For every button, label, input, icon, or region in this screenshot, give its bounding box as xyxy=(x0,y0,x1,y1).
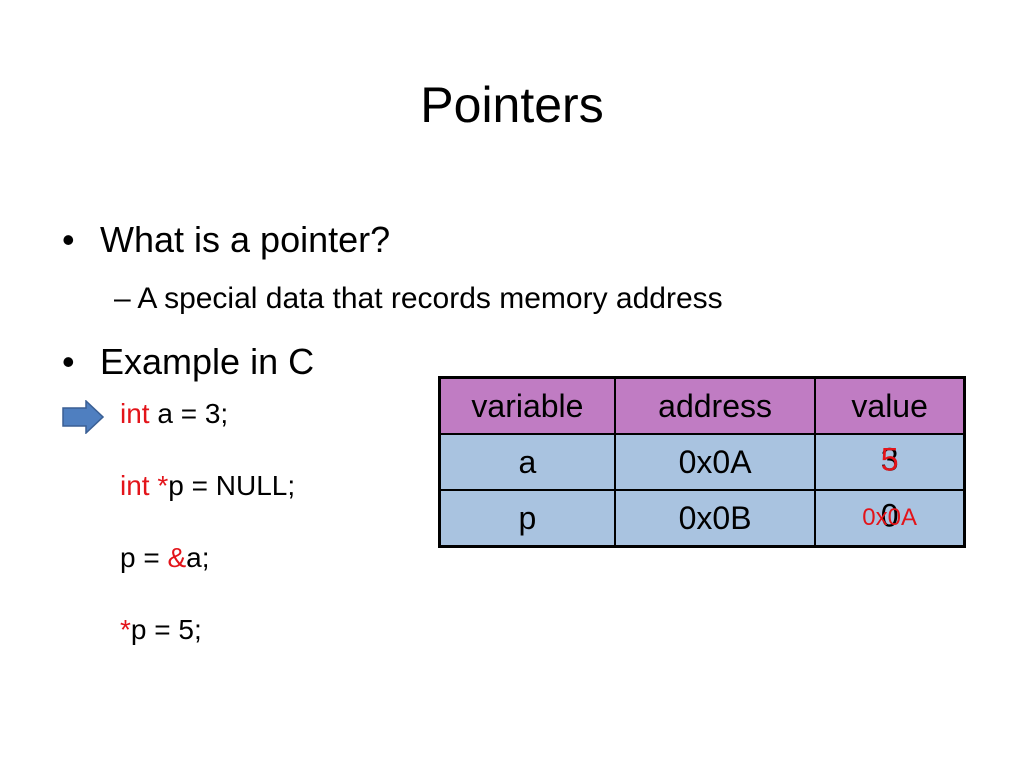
code-text: a; xyxy=(186,542,210,573)
bullet-text: What is a pointer? xyxy=(100,219,391,260)
code-keyword: int xyxy=(120,470,150,501)
bullet-dot: • xyxy=(62,341,75,382)
code-text: a = 3; xyxy=(149,398,229,429)
bullet-example: • Example in C xyxy=(62,340,314,384)
old-value: 3 xyxy=(880,441,899,478)
code-text: p = xyxy=(120,542,168,573)
table-row: p 0x0B 0 0x0A xyxy=(438,489,966,548)
new-value: 0x0A xyxy=(862,504,917,531)
cell-address: 0x0B xyxy=(613,489,817,548)
code-text: p = NULL; xyxy=(168,470,296,501)
bullet-text: Example in C xyxy=(100,341,315,382)
cell-value: 3 5 xyxy=(814,433,966,491)
code-line-4: *p = 5; xyxy=(120,613,202,647)
code-star: * xyxy=(149,470,169,501)
cell-value: 0 0x0A xyxy=(814,489,966,548)
memory-table: variable address value a 0x0A 3 5 p 0x0B… xyxy=(438,376,966,548)
cell-variable: a xyxy=(438,433,616,491)
code-line-3: p = &a; xyxy=(120,541,210,575)
subbullet-definition: – A special data that records memory add… xyxy=(114,280,723,318)
table-row: a 0x0A 3 5 xyxy=(438,433,966,491)
dash-marker: – xyxy=(114,282,131,315)
slide-title: Pointers xyxy=(420,77,604,133)
bullet-dot: • xyxy=(62,219,75,260)
code-keyword: int xyxy=(120,398,150,429)
cell-variable: p xyxy=(438,489,616,548)
header-value: value xyxy=(814,376,966,435)
arrow-right-icon xyxy=(62,400,104,434)
cell-address: 0x0A xyxy=(613,433,817,491)
table-header-row: variable address value xyxy=(438,376,966,435)
code-line-1: int a = 3; xyxy=(120,397,228,431)
new-value: 5 xyxy=(880,441,899,478)
old-value: 0 xyxy=(880,497,899,534)
subbullet-text: A special data that records memory addre… xyxy=(137,282,723,315)
code-text: p = 5; xyxy=(130,614,202,645)
bullet-what-is-pointer: • What is a pointer? xyxy=(62,218,390,262)
code-operator: * xyxy=(120,614,131,645)
code-operator: & xyxy=(167,542,187,573)
code-line-2: int *p = NULL; xyxy=(120,469,295,503)
header-variable: variable xyxy=(438,376,616,435)
header-address: address xyxy=(613,376,817,435)
